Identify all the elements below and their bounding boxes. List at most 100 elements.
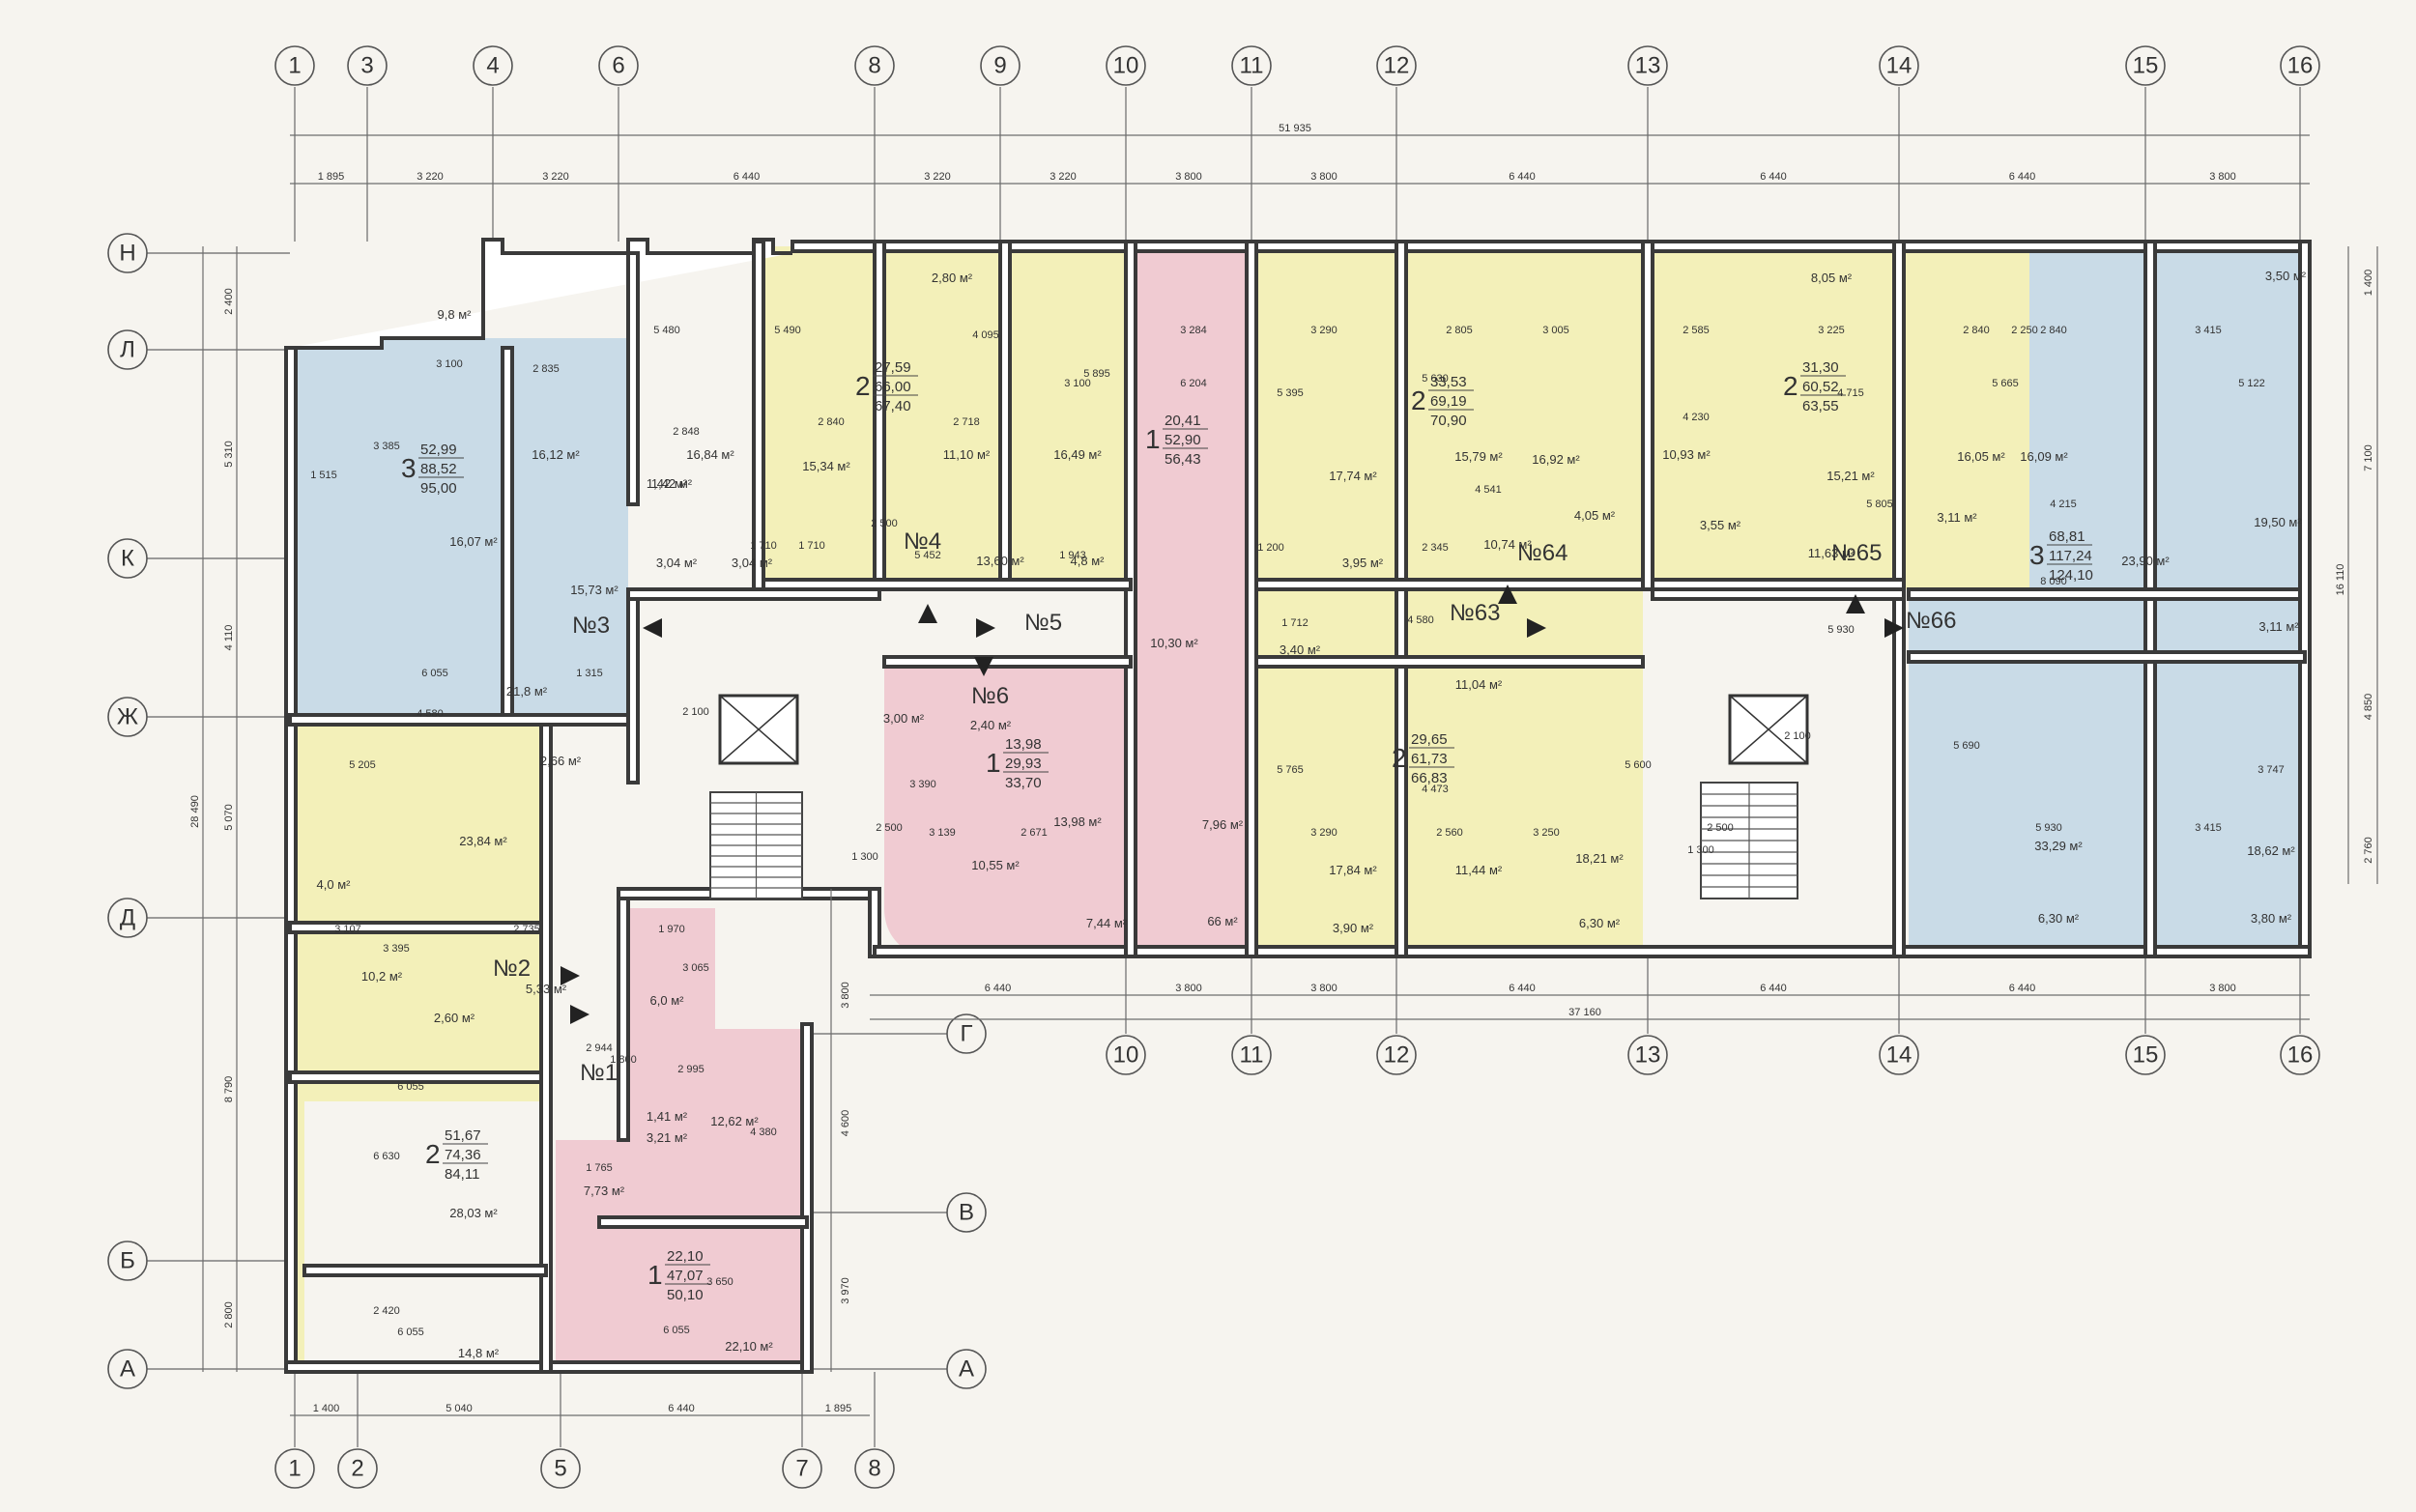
inner-dimension-label: 2 735	[513, 924, 540, 935]
inner-dimension-label: 4 215	[2050, 499, 2077, 510]
apartment-number: №66	[1906, 608, 1956, 634]
wall-segment	[617, 897, 630, 1142]
room-area-label: 17,84 м²	[1329, 863, 1377, 877]
fill-apt-63	[1256, 589, 1643, 956]
room-area-label: 2,66 м²	[540, 754, 582, 768]
dim-top-10: 6 440	[2009, 171, 2036, 183]
apartment-area-2: 33,70	[1005, 775, 1042, 791]
room-area-label: 4,0 м²	[317, 877, 352, 892]
inner-dimension-label: 5 480	[653, 325, 680, 336]
room-area-label: 16,09 м²	[2020, 449, 2068, 464]
dim-right-1: 7 100	[2363, 444, 2374, 471]
axis-top-15: 15	[2125, 45, 2166, 86]
room-area-label: 17,74 м²	[1329, 469, 1377, 483]
dim-top-4: 3 220	[924, 171, 951, 183]
apartment-area-2: 124,10	[2049, 567, 2093, 584]
axis-right-inner-0: Г	[946, 1013, 987, 1054]
apartment-rooms: 1	[1145, 424, 1161, 454]
axis-bottom-10: 10	[1106, 1035, 1146, 1075]
axis-top-3: 3	[347, 45, 388, 86]
apartment-area-0: 51,67	[445, 1127, 481, 1144]
dim-top-5: 3 220	[1050, 171, 1077, 183]
dim-top-7: 3 800	[1310, 171, 1337, 183]
inner-dimension-label: 2 100	[682, 706, 709, 718]
apartment-area-1: 52,90	[1165, 432, 1201, 448]
dim-bottom-right-0: 6 440	[985, 983, 1012, 994]
inner-dimension-label: 2 840	[1963, 325, 1990, 336]
room-area-label: 22,10 м²	[725, 1339, 773, 1354]
inner-dimension-label: 2 345	[1422, 542, 1449, 554]
wall-segment	[288, 1070, 543, 1084]
wall-segment	[1651, 587, 1906, 601]
dim-bottom-left-0: 1 400	[313, 1403, 340, 1414]
room-area-label: 23,84 м²	[459, 834, 507, 848]
inner-dimension-label: 3 650	[706, 1276, 733, 1288]
elevator-right	[1728, 694, 1809, 765]
apartment-rooms: 2	[855, 371, 871, 401]
apartment-area-1: 74,36	[445, 1147, 481, 1163]
apartment-area-1: 117,24	[2049, 548, 2092, 564]
axis-bottom-12-label: 12	[1384, 1041, 1410, 1068]
room-area-label: 16,49 м²	[1053, 447, 1102, 462]
room-area-label: 19,50 м²	[2254, 515, 2302, 529]
room-area-label: 1,42 м²	[651, 476, 693, 491]
inner-dimension-label: 2 840	[2040, 325, 2067, 336]
dim-top-8: 6 440	[1509, 171, 1536, 183]
apartment-number: №6	[971, 683, 1009, 709]
inner-dimension-label: 5 930	[2035, 822, 2062, 834]
axis-bottom-16-label: 16	[2287, 1041, 2314, 1068]
room-area-label: 3,95 м²	[1342, 556, 1384, 570]
inner-dimension-label: 2 500	[871, 518, 898, 529]
apartment-area-0: 27,59	[875, 359, 911, 376]
room-area-label: 18,62 м²	[2247, 843, 2295, 858]
axis-right-inner-2-label: А	[959, 1355, 974, 1382]
apartment-area-2: 95,00	[420, 480, 457, 497]
fill-apt-6	[884, 667, 1131, 956]
apartment-fills	[290, 246, 2310, 1372]
inner-dimension-label: 1 300	[1687, 844, 1714, 856]
dim-top-3: 6 440	[733, 171, 761, 183]
apartment-number: №1	[580, 1060, 618, 1086]
room-area-label: 3,90 м²	[1333, 921, 1374, 935]
axis-bottom-left-8: 8	[854, 1448, 895, 1489]
room-area-label: 10,93 м²	[1662, 447, 1711, 462]
axis-top-1: 1	[274, 45, 315, 86]
room-area-label: 8,05 м²	[1811, 271, 1853, 285]
room-area-label: 3,04 м²	[656, 556, 698, 570]
inner-dimension-label: 3 290	[1310, 827, 1337, 839]
axis-bottom-13: 13	[1627, 1035, 1668, 1075]
wall-segment	[791, 240, 2312, 253]
room-area-label: 16,84 м²	[686, 447, 734, 462]
inner-dimension-label: 2 718	[953, 416, 980, 428]
room-area-label: 3,21 м²	[647, 1130, 688, 1145]
axis-left-2-label: К	[121, 545, 134, 571]
axis-left-3-label: Ж	[117, 703, 138, 729]
inner-dimension-label: 3 284	[1180, 325, 1207, 336]
wall-segment	[762, 578, 1133, 591]
axis-right-inner-0-label: Г	[961, 1020, 973, 1046]
room-area-label: 14,8 м²	[458, 1346, 500, 1360]
dimension-lines	[202, 134, 2378, 1416]
room-area-label: 3,50 м²	[2265, 269, 2307, 283]
room-area-label: 2,60 м²	[434, 1011, 475, 1025]
axis-top-13-label: 13	[1635, 52, 1661, 78]
apartment-area-2: 67,40	[875, 398, 911, 414]
axis-bottom-15: 15	[2125, 1035, 2166, 1075]
room-area-label: 7,96 м²	[1202, 817, 1244, 832]
axis-top-9: 9	[980, 45, 1021, 86]
room-area-label: 10,55 м²	[971, 858, 1020, 872]
apartment-rooms: 2	[1411, 385, 1426, 415]
room-area-label: 9,8 м²	[438, 307, 473, 322]
wall-segment	[1254, 578, 1645, 591]
inner-dimension-label: 1 300	[851, 851, 878, 863]
room-area-label: 15,79 м²	[1454, 449, 1503, 464]
room-area-label: 6,30 м²	[1579, 916, 1621, 930]
dim-top-2: 3 220	[542, 171, 569, 183]
axis-left-6: А	[107, 1349, 148, 1389]
inner-dimension-label: 1 710	[798, 540, 825, 552]
axis-bottom-left-7: 7	[782, 1448, 822, 1489]
room-area-label: 3,55 м²	[1700, 518, 1741, 532]
inner-dimension-label: 2 840	[818, 416, 845, 428]
room-area-label: 15,73 м²	[570, 583, 618, 597]
axis-top-16: 16	[2280, 45, 2320, 86]
